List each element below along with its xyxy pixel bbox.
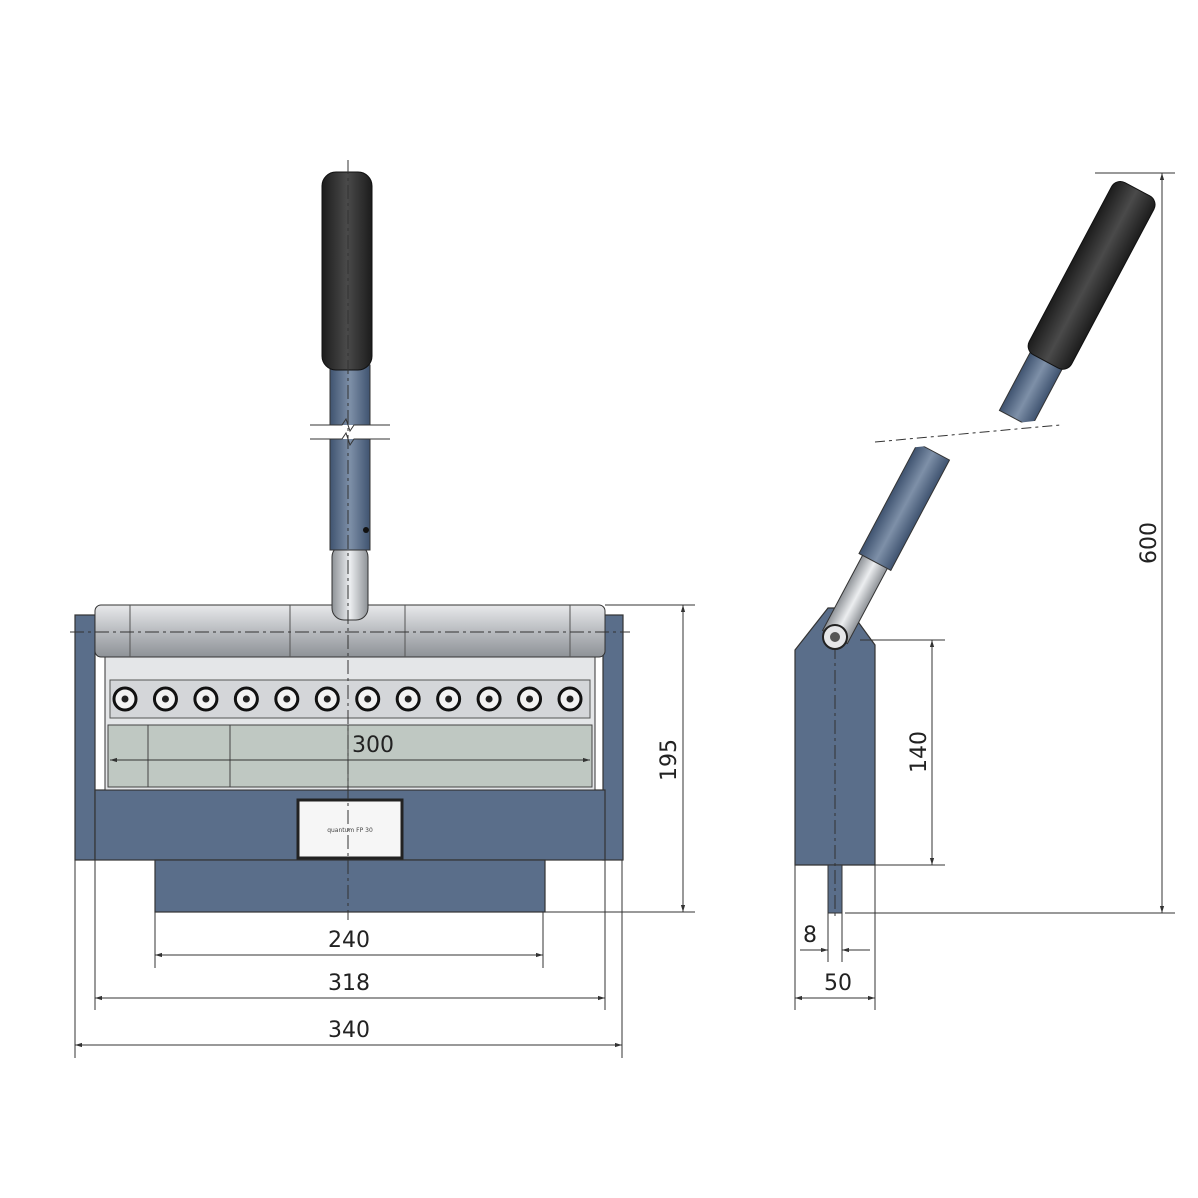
dim-195: 195 — [657, 739, 682, 781]
dim-340: 340 — [328, 1018, 370, 1043]
bolt-center — [404, 695, 412, 703]
bolt-center — [566, 695, 574, 703]
side-handle-tube-lower — [858, 442, 951, 572]
bolt-center — [283, 695, 291, 703]
handle-socket — [331, 544, 369, 621]
bolts — [112, 686, 583, 712]
nameplate-text: quantum FP 30 — [327, 827, 373, 834]
bolt-center — [526, 695, 534, 703]
nameplate — [296, 798, 404, 860]
bolt-center — [485, 695, 493, 703]
side-handle-grip — [1027, 181, 1156, 370]
bolt-center — [121, 695, 129, 703]
bending-plate — [107, 724, 593, 788]
handle-pin — [363, 527, 369, 533]
right-side-post — [602, 614, 624, 861]
dim-140: 140 — [907, 731, 932, 773]
dim-600: 600 — [1137, 522, 1162, 564]
bolt-center — [202, 695, 210, 703]
pivot-center — [830, 632, 840, 642]
side-break-gap — [870, 418, 1060, 452]
front-dimension-lines — [74, 604, 695, 1058]
bolt-row — [109, 679, 591, 719]
handle-grip — [321, 171, 373, 371]
bolt-center — [161, 695, 169, 703]
side-view: 140 600 8 50 — [794, 172, 1175, 1010]
front-view: 300 quantum FP 30 240 318 340 195 — [70, 160, 695, 1058]
dim-240: 240 — [328, 928, 370, 953]
dim-300: 300 — [352, 733, 394, 758]
side-dimension-lines — [794, 172, 1175, 1010]
base-plate — [154, 859, 546, 913]
bolt-center — [445, 695, 453, 703]
handle-tube — [329, 364, 371, 551]
dim-50: 50 — [824, 971, 852, 996]
side-break-line — [874, 424, 1061, 443]
dim-318: 318 — [328, 971, 370, 996]
break-gap — [310, 425, 390, 439]
left-side-post — [74, 614, 96, 861]
dim-8: 8 — [803, 923, 817, 948]
bolt-center — [242, 695, 250, 703]
bolt-center — [323, 695, 331, 703]
bolt-center — [364, 695, 372, 703]
